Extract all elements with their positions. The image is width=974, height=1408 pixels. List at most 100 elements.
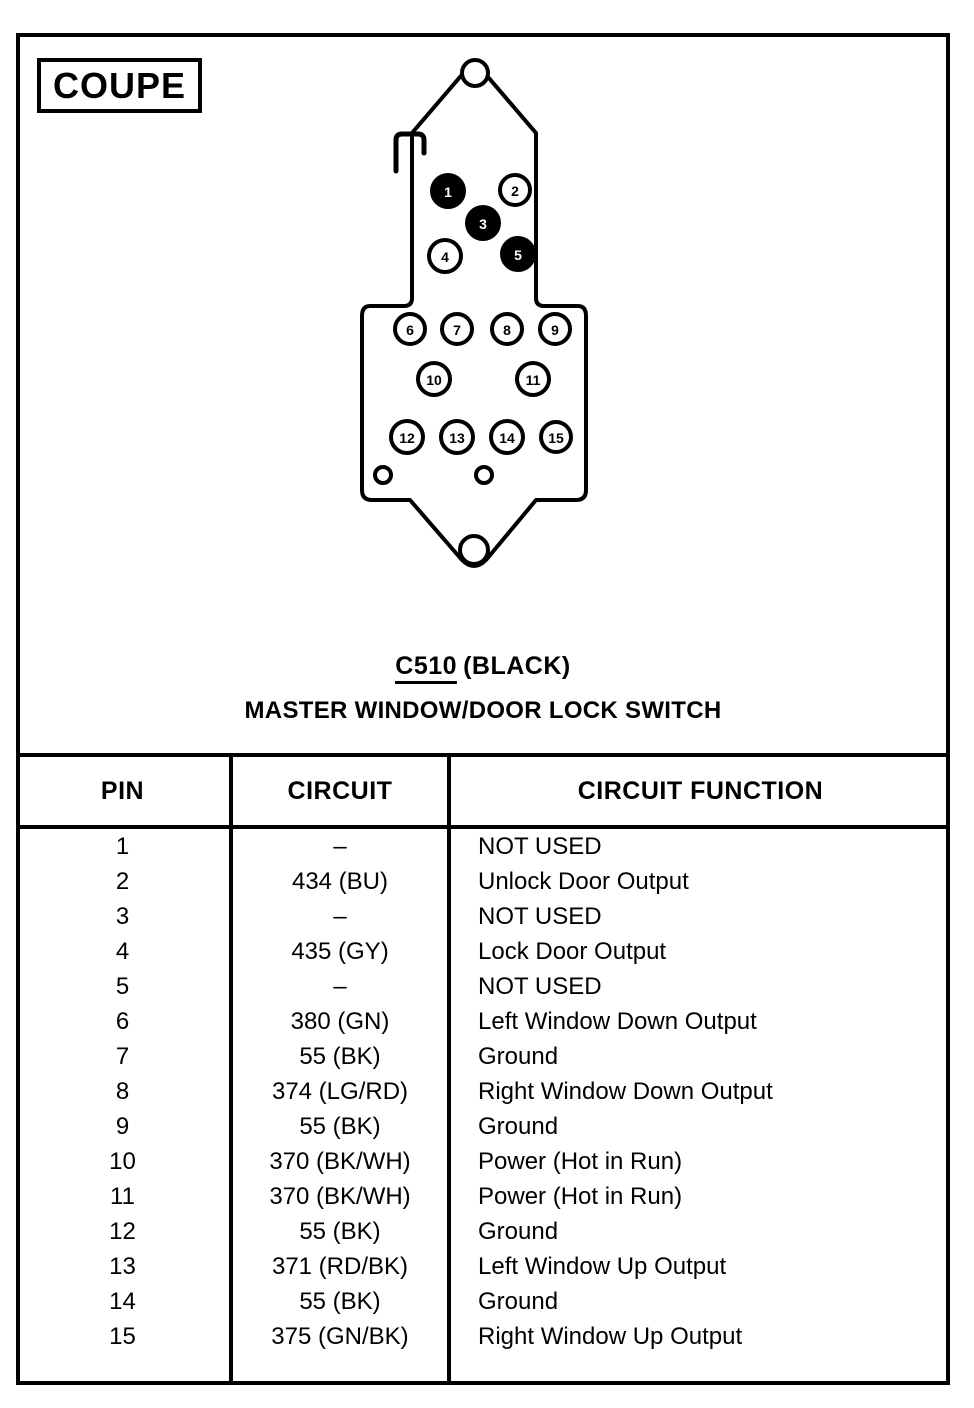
cell-circuit-function: Ground xyxy=(478,1288,559,1315)
cell-circuit-function: Lock Door Output xyxy=(478,938,667,965)
pin-cavity-number: 7 xyxy=(453,322,461,338)
column-header-circuit-function: CIRCUIT FUNCTION xyxy=(577,776,824,805)
table-column-divider-1 xyxy=(229,753,233,1385)
cell-circuit: 370 (BK/WH) xyxy=(269,1183,411,1210)
cell-circuit-function: Right Window Up Output xyxy=(478,1323,743,1350)
cell-circuit: 380 (GN) xyxy=(290,1008,390,1035)
pin-cavity-number: 10 xyxy=(426,372,442,388)
pin-cavity-11: 11 xyxy=(515,361,551,397)
pin-cavity-8: 8 xyxy=(490,312,524,346)
cell-circuit-function: NOT USED xyxy=(478,833,602,860)
cell-pin: 11 xyxy=(110,1183,135,1210)
pin-cavity-circle xyxy=(538,312,572,346)
cell-circuit-function: NOT USED xyxy=(478,903,602,930)
connector-description: MASTER WINDOW/DOOR LOCK SWITCH xyxy=(244,697,722,724)
table-header-row: PIN CIRCUIT CIRCUIT FUNCTION xyxy=(16,757,950,825)
cell-pin: 14 xyxy=(109,1288,136,1315)
pin-cavity-circle xyxy=(439,419,475,455)
pin-cavity-circle xyxy=(416,361,452,397)
cell-circuit-function: Power (Hot in Run) xyxy=(478,1183,683,1210)
cell-circuit-function: Left Window Up Output xyxy=(478,1253,727,1280)
table-header-rule xyxy=(16,825,950,829)
cell-pin: 6 xyxy=(115,1008,130,1035)
pin-cavity-6: 6 xyxy=(393,312,427,346)
pin-cavity-7: 7 xyxy=(440,312,474,346)
pin-cavity-15: 15 xyxy=(539,420,573,454)
cell-circuit: 370 (BK/WH) xyxy=(269,1148,411,1175)
cell-pin: 7 xyxy=(115,1043,130,1070)
pin-cavity-number: 3 xyxy=(479,216,487,232)
cell-circuit: 434 (BU) xyxy=(291,868,389,895)
pin-cavity-circle xyxy=(465,205,501,241)
pin-cavity-number: 14 xyxy=(499,430,515,446)
pin-cavity-number: 2 xyxy=(511,183,519,199)
cell-pin: 2 xyxy=(115,868,130,895)
cell-circuit: 374 (LG/RD) xyxy=(271,1078,409,1105)
pin-cavity-number: 5 xyxy=(514,247,522,263)
pin-cavity-number: 6 xyxy=(406,322,414,338)
pin-cavity-circle xyxy=(500,236,536,272)
cell-circuit: 55 (BK) xyxy=(299,1288,381,1315)
pin-cavity-4: 4 xyxy=(427,238,463,274)
pin-cavity-14: 14 xyxy=(489,419,525,455)
pin-cavity-circle xyxy=(427,238,463,274)
pin-cavity-12: 12 xyxy=(389,419,425,455)
cell-pin: 3 xyxy=(115,903,130,930)
cell-circuit: 371 (RD/BK) xyxy=(271,1253,409,1280)
pin-cavity-circle xyxy=(393,312,427,346)
cell-pin: 13 xyxy=(109,1253,136,1280)
table-row: 14 55 (BK) Ground xyxy=(16,1284,950,1319)
l-hook-marker-icon xyxy=(393,131,427,174)
cell-pin: 1 xyxy=(115,833,130,860)
pin-cavity-number: 8 xyxy=(503,322,511,338)
table-column-divider-2 xyxy=(447,753,451,1385)
column-header-circuit: CIRCUIT xyxy=(287,776,393,805)
body-style-badge: COUPE xyxy=(37,58,202,113)
connector-id-line: C510(BLACK) xyxy=(16,652,950,684)
pin-cavity-number: 12 xyxy=(399,430,415,446)
page-border xyxy=(16,33,950,1385)
small-hole-icon-right xyxy=(474,465,494,485)
pin-cavity-circle xyxy=(440,312,474,346)
pin-cavity-number: 13 xyxy=(449,430,465,446)
cell-pin: 12 xyxy=(109,1218,136,1245)
pin-cavity-circle xyxy=(539,420,573,454)
pin-cavity-circle xyxy=(515,361,551,397)
small-hole-icon-left xyxy=(373,465,393,485)
table-row: 5–NOT USED xyxy=(16,969,950,1004)
connector-id: C510 xyxy=(395,652,458,684)
cell-pin: 4 xyxy=(115,938,130,965)
cell-circuit-function: Ground xyxy=(478,1043,559,1070)
cell-circuit-function: Ground xyxy=(478,1218,559,1245)
table-row: 3–NOT USED xyxy=(16,899,950,934)
cell-circuit: 375 (GN/BK) xyxy=(271,1323,409,1350)
pin-cavity-circle xyxy=(489,419,525,455)
cell-pin: 10 xyxy=(109,1148,136,1175)
table-row: 11 370 (BK/WH) Power (Hot in Run) xyxy=(16,1179,950,1214)
pin-cavity-number: 9 xyxy=(551,322,559,338)
table-row: 6 380 (GN) Left Window Down Output xyxy=(16,1004,950,1039)
pin-cavity-3: 3 xyxy=(465,205,501,241)
cell-pin: 5 xyxy=(115,973,130,1000)
pin-cavity-number: 15 xyxy=(548,430,564,446)
pin-cavity-circle xyxy=(498,173,532,207)
cell-circuit-function: Power (Hot in Run) xyxy=(478,1148,683,1175)
cell-circuit-function: Right Window Down Output xyxy=(478,1078,773,1105)
cell-circuit: – xyxy=(333,833,347,860)
column-header-pin: PIN xyxy=(100,776,145,805)
connector-caption: C510(BLACK) MASTER WINDOW/DOOR LOCK SWIT… xyxy=(16,652,950,725)
cell-circuit: – xyxy=(333,973,347,1000)
table-top-rule xyxy=(16,753,950,757)
cell-circuit-function: Left Window Down Output xyxy=(478,1008,757,1035)
pin-cavity-13: 13 xyxy=(439,419,475,455)
cell-circuit: 55 (BK) xyxy=(299,1113,381,1140)
cell-pin: 9 xyxy=(115,1113,130,1140)
pin-function-table: PIN CIRCUIT CIRCUIT FUNCTION 1 – NOT USED 2… xyxy=(16,753,950,1385)
